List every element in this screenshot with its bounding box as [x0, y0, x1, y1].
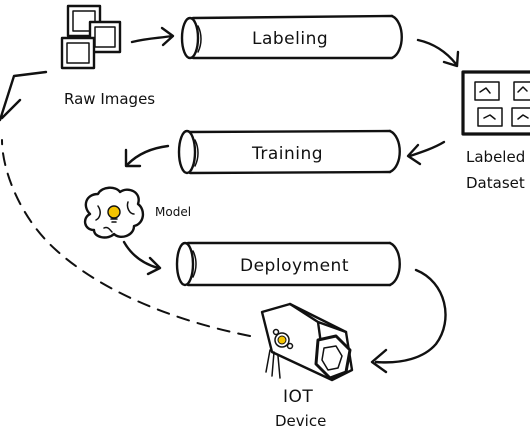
lightbulb-icon: [107, 205, 121, 219]
model-label: Model: [155, 205, 191, 219]
arrow-deployment-to-iot: [370, 268, 447, 374]
iot-device-icon: [260, 302, 354, 382]
labeled-dataset-label-line1: Labeled: [466, 148, 525, 166]
arrow-raw-to-labeling: [130, 26, 175, 47]
model-brain-icon: [83, 186, 145, 239]
training-label: Training: [251, 144, 323, 164]
arrow-training-to-model: [124, 144, 170, 168]
raw-images-icon: [60, 4, 122, 70]
labeled-dataset-label-line2: Dataset: [466, 174, 525, 192]
labeled-dataset-icon: [461, 70, 530, 136]
labeling-pipe: [180, 14, 403, 60]
raw-images-label: Raw Images: [64, 90, 155, 108]
deployment-pipe: [175, 241, 401, 287]
arrow-labeling-to-dataset: [416, 38, 460, 68]
feedback-loop-dashed-arrow: [1, 139, 251, 337]
deployment-label: Deployment: [240, 256, 349, 276]
iot-label-line1: IOT: [283, 387, 313, 407]
iot-label-line2: Device: [275, 412, 326, 430]
iot-indicator-icon: [277, 335, 287, 345]
labeling-label: Labeling: [252, 29, 328, 49]
arrow-model-to-deployment: [122, 240, 162, 276]
arrow-dataset-to-training: [406, 140, 446, 166]
training-pipe: [177, 129, 401, 175]
feedback-loop-arrowhead: [0, 70, 48, 122]
